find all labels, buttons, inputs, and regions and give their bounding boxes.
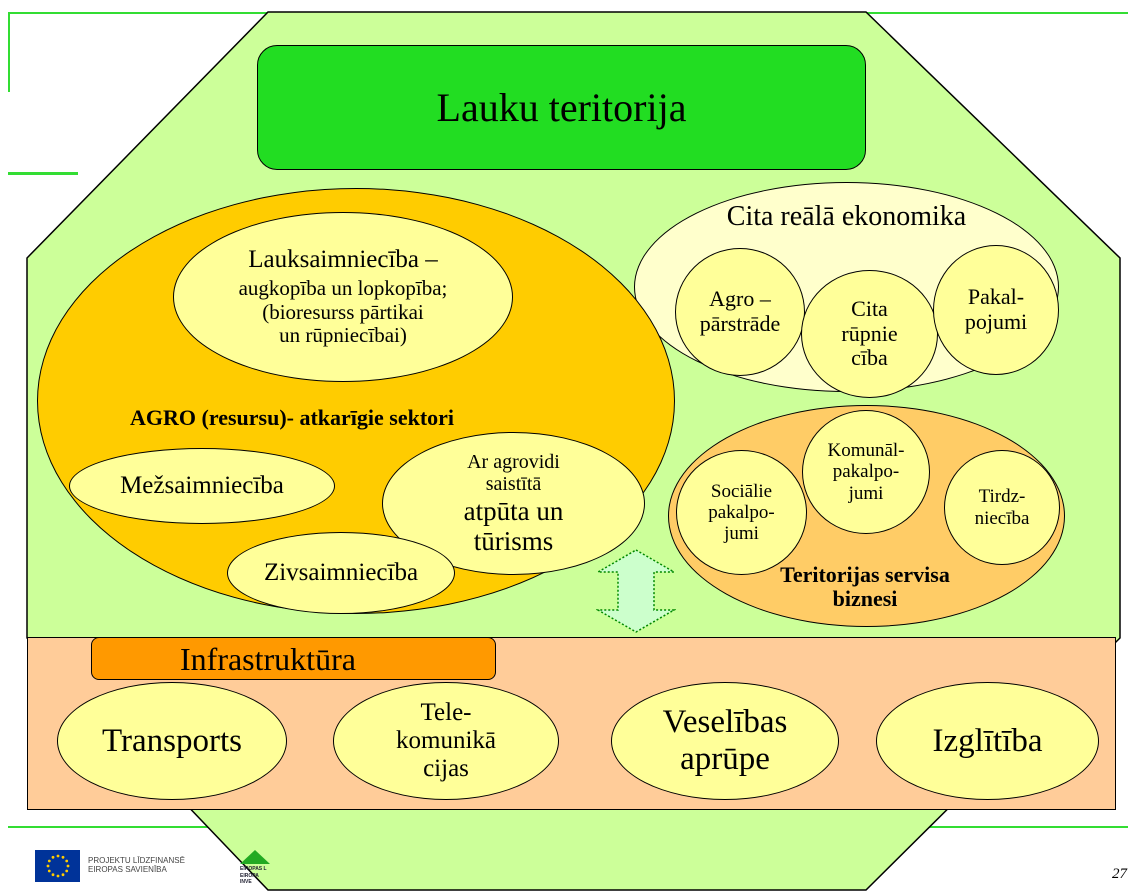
real-economy-label: Cita reālā ekonomika [726, 201, 967, 232]
infrastructure-label: Infrastruktūra [180, 641, 356, 677]
trade-circle: Tirdz- niecība [944, 450, 1060, 565]
agriculture-ellipse: Lauksaimniecība – augkopība un lopkopība… [173, 212, 513, 382]
social-services-circle: Sociālie pakalpo- jumi [676, 450, 807, 575]
left-accent-line [8, 12, 10, 92]
title-box: Lauku teritorija [257, 45, 866, 170]
eu-flag-icon [35, 850, 80, 882]
forestry-ellipse: Mežsaimniecība [69, 448, 335, 524]
agro-sectors-label: AGRO (resursu)- atkarīgie sektori [130, 405, 455, 430]
double-arrow-icon [596, 549, 676, 633]
services-circle: Pakal- pojumi [933, 245, 1059, 375]
transport-ellipse: Transports [57, 682, 287, 800]
territory-services-label: Teritorijas servisa biznesi [780, 562, 950, 612]
fund-logo-text: EIROPAS L EIROPA INVE [240, 866, 267, 885]
health-ellipse: Veselības aprūpe [611, 682, 839, 800]
mid-accent-line [8, 172, 78, 175]
communal-services-circle: Komunāl- pakalpo- jumi [802, 410, 930, 534]
eu-funding-text: PROJEKTU LĪDZFINANSĒ EIROPAS SAVIENĪBA [88, 856, 185, 875]
fisheries-ellipse: Zivsaimniecība [227, 532, 455, 614]
agro-processing-circle: Agro – pārstrāde [675, 248, 805, 376]
page-title: Lauku teritorija [436, 85, 687, 130]
telecom-ellipse: Tele- komunikā cijas [333, 682, 559, 800]
infrastructure-label-box: Infrastruktūra [91, 637, 496, 680]
page-number: 27 [1112, 866, 1127, 882]
other-industry-circle: Cita rūpnie cība [801, 270, 938, 398]
education-ellipse: Izglītība [876, 682, 1099, 800]
fund-logo-icon [240, 850, 270, 864]
